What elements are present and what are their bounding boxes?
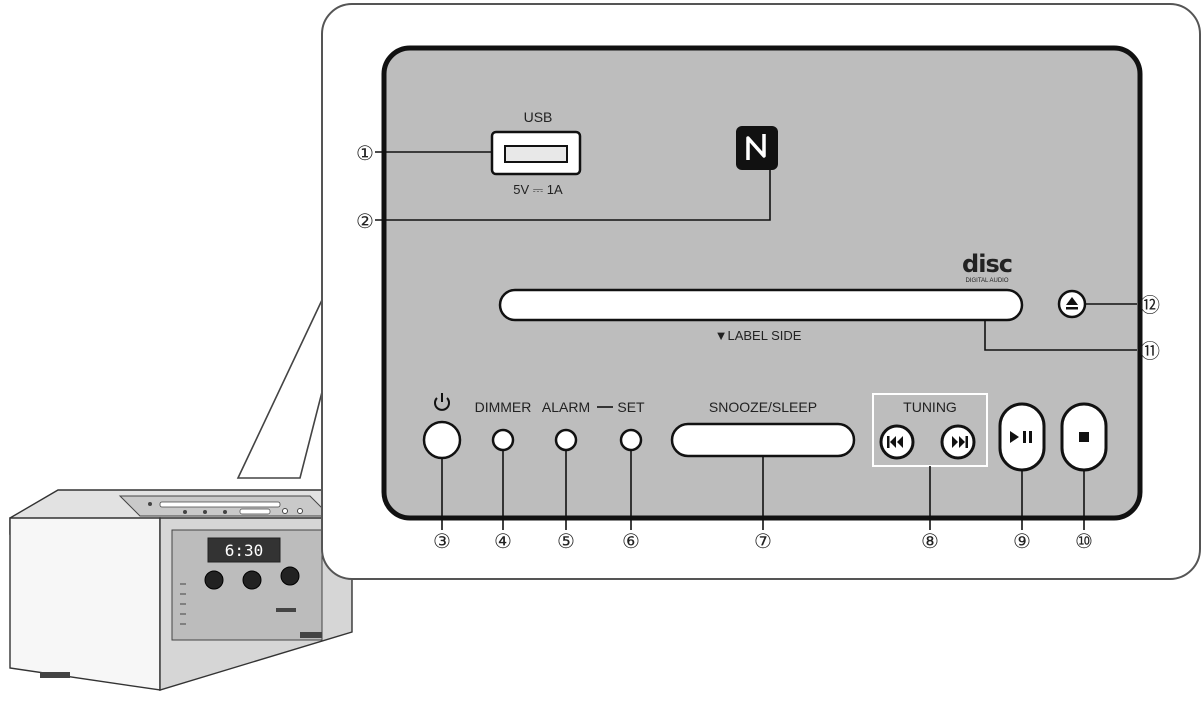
nfc-icon (736, 126, 778, 170)
leader-11 (984, 320, 1137, 351)
callout-1: ① (356, 143, 374, 165)
zoom-wedge (236, 299, 323, 479)
alarm-button[interactable] (554, 428, 578, 452)
play-pause-button[interactable] (998, 402, 1046, 472)
callout-12: ⑫ (1140, 294, 1160, 317)
device-side (9, 517, 161, 691)
stop-button[interactable] (1060, 402, 1108, 472)
device-knob-middle (242, 570, 262, 590)
usb-rating: 5V ⎓ 1A (513, 182, 563, 197)
device-illustration: 6:30 (9, 299, 354, 691)
cd-logo-subtext: DIGITAL AUDIO (965, 278, 1008, 284)
cd-logo-text: disc (962, 250, 1012, 278)
usb-label: USB (524, 109, 553, 125)
tuning-label: TUNING (903, 399, 957, 415)
usb-port[interactable] (504, 145, 568, 163)
leader-lines (375, 151, 1137, 530)
tuning-next-button[interactable] (940, 424, 976, 460)
disc-slot[interactable] (498, 288, 1024, 322)
leader-2 (375, 170, 771, 221)
skip-forward-icon (952, 436, 968, 448)
device-knob-right (280, 566, 300, 586)
cd-logo: disc DIGITAL AUDIO (962, 250, 1013, 284)
callout-7: ⑦ (754, 531, 772, 553)
device-knob-left (204, 570, 224, 590)
callout-6: ⑥ (622, 531, 640, 553)
eject-icon (1066, 297, 1078, 310)
eject-button[interactable] (1057, 289, 1087, 319)
callout-numbers: ① ② ③ ④ ⑤ ⑥ ⑦ ⑧ ⑨ ⑩ ⑪ ⑫ (356, 143, 1160, 553)
device-display (207, 537, 281, 563)
play-pause-icon (1010, 431, 1032, 443)
callout-5: ⑤ (557, 531, 575, 553)
power-button[interactable] (422, 420, 462, 460)
skip-back-icon (887, 436, 903, 448)
snooze-sleep-button[interactable] (670, 422, 856, 458)
label-side-text: ▼LABEL SIDE (715, 328, 802, 343)
dimmer-button[interactable] (491, 428, 515, 452)
set-button[interactable] (619, 428, 643, 452)
callout-2: ② (356, 211, 374, 233)
callout-10: ⑩ (1075, 531, 1093, 553)
callout-8: ⑧ (921, 531, 939, 553)
callout-11: ⑪ (1140, 340, 1160, 363)
stop-icon (1079, 432, 1089, 442)
power-icon (434, 393, 450, 411)
dimmer-label: DIMMER (475, 399, 532, 415)
callout-3: ③ (433, 531, 451, 553)
alarm-label: ALARM (542, 399, 590, 415)
snooze-sleep-label: SNOOZE/SLEEP (709, 399, 817, 415)
tuning-prev-button[interactable] (879, 424, 915, 460)
callout-4: ④ (494, 531, 512, 553)
device-display-text: 6:30 (225, 541, 264, 560)
callout-9: ⑨ (1013, 531, 1031, 553)
set-label: SET (617, 399, 645, 415)
